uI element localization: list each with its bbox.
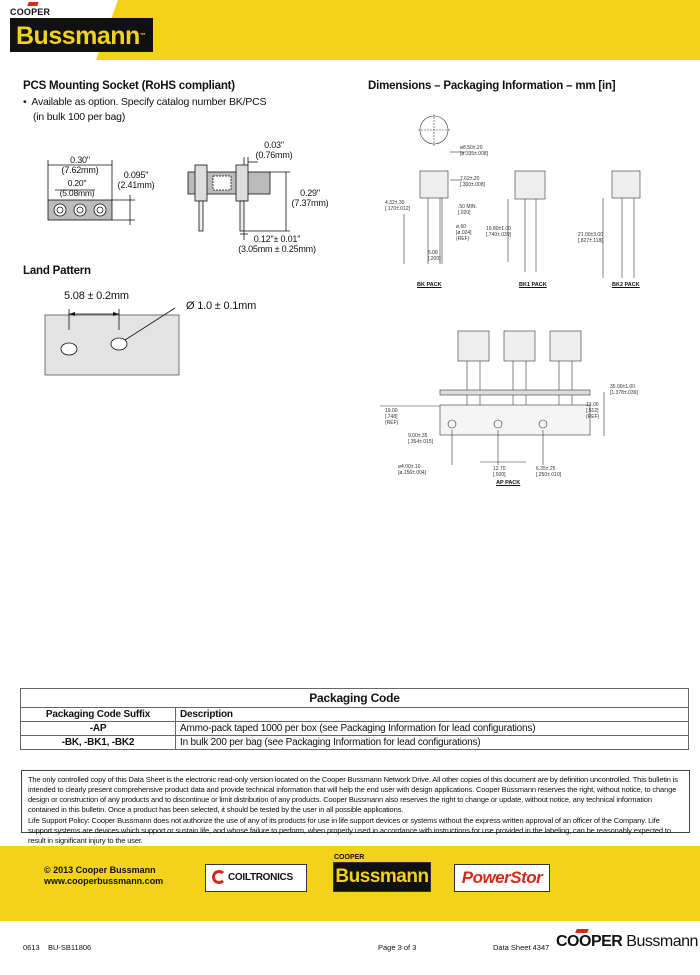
pcs-section-title: PCS Mounting Socket (RoHS compliant): [23, 80, 235, 92]
footer-code-2: BU-SB11806: [48, 943, 92, 952]
bk1-pack-label: BK1 PACK: [519, 282, 547, 288]
label-l5: ø.60[ø.024](REF): [456, 224, 472, 242]
coiltronics-text: COILTRONICS: [228, 872, 293, 883]
pcs-bullet-1: • Available as option. Specify catalog n…: [23, 96, 267, 108]
bussmann-logo: Bussmann™: [10, 18, 154, 52]
dim-pitch: 0.20"(5.08mm): [59, 178, 95, 198]
label-l8: 21.00±3.00[.827±.118]: [578, 232, 603, 244]
dimensions-title: Dimensions – Packaging Information – mm …: [368, 80, 616, 92]
powerstor-logo: PowerStor: [454, 864, 550, 892]
footer-banner: © 2013 Cooper Bussmann www.cooperbussman…: [0, 846, 700, 921]
table-row: -AP Ammo-pack taped 1000 per box (see Pa…: [20, 721, 689, 736]
dim-side-height: 0.29"(7.37mm): [291, 188, 329, 208]
label-l15: 6.35±.25[.250±.010]: [536, 466, 561, 478]
cb-bussmann-text: Bussmann: [626, 933, 698, 950]
pcs-bullet-2: (in bulk 100 per bag): [33, 111, 126, 123]
label-l6: 19.80±1.00[.740±.039]: [486, 226, 511, 238]
life-support-paragraph: Life Support Policy: Cooper Bussmann doe…: [28, 816, 671, 845]
coiltronics-c-icon: [212, 870, 226, 884]
land-pattern-title: Land Pattern: [23, 265, 91, 277]
label-l12: 13.00[.512](REF): [586, 402, 600, 420]
brand-cooper-text: COOPER: [334, 854, 365, 861]
bussmann-logo-text: Bussmann: [16, 22, 140, 50]
label-l13: ø4.00±.10[ø.156±.004]: [398, 464, 427, 476]
table-cell-code: -AP: [20, 721, 176, 736]
data-sheet-number: Data Sheet 4347: [493, 943, 550, 952]
page-number: Page 3 of 3: [378, 943, 417, 952]
dim-width: 0.30"(7.62mm): [61, 155, 99, 175]
table-row: -BK, -BK1, -BK2 In bulk 200 per bag (see…: [20, 735, 689, 750]
disclaimer-paragraph: The only controlled copy of this Data Sh…: [28, 775, 678, 814]
copyright-block: © 2013 Cooper Bussmann www.cooperbussman…: [44, 865, 163, 887]
dim-height: 0.095"(2.41mm): [117, 170, 155, 190]
table-header-suffix: Packaging Code Suffix: [20, 707, 176, 722]
pcs-bullet-1-text: Available as option. Specify catalog num…: [31, 96, 267, 108]
website-link[interactable]: www.cooperbussmann.com: [44, 876, 164, 886]
disclaimer-box: The only controlled copy of this Data Sh…: [21, 770, 690, 845]
table-header-description: Description: [175, 707, 689, 722]
table-cell-description: In bulk 200 per bag (see Packaging Infor…: [175, 735, 689, 750]
copyright-text: © 2013 Cooper Bussmann: [44, 865, 156, 875]
table-cell-description: Ammo-pack taped 1000 per box (see Packag…: [175, 721, 689, 736]
bk2-pack-label: BK2 PACK: [612, 282, 640, 288]
footer-code-1: 0613: [23, 943, 40, 952]
packaging-code-table: Packaging Code Packaging Code Suffix Des…: [20, 688, 689, 750]
label-l1: ø8.50±.20[ø.335±.008]: [460, 145, 489, 157]
dim-pin-top: 0.03"(0.76mm): [255, 140, 293, 160]
label-l3: 4.32±.30[.170±.012]: [385, 200, 410, 212]
cb-cooper-text: COOPER: [556, 933, 623, 950]
cooper-logo-text: COOPER: [10, 7, 51, 17]
ap-pack-label: AP PACK: [496, 480, 521, 486]
label-l14: 12.70[.500]: [493, 466, 506, 478]
label-l11: 9.00±.35[.354±.015]: [408, 433, 433, 445]
land-spacing-label: 5.08 ± 0.2mm: [64, 290, 129, 302]
label-l10: 19.00[.748](REF): [385, 408, 399, 426]
label-l2: 7.62±.20[.300±.008]: [460, 176, 485, 188]
packaging-table-caption: Packaging Code: [20, 688, 689, 708]
header-banner: COOPER Bussmann™: [0, 0, 700, 60]
land-hole-label: Ø 1.0 ± 0.1mm: [186, 300, 257, 312]
header-background: [96, 0, 700, 60]
cooper-bussmann-logo: COOPER Bussmann: [556, 933, 698, 951]
bussmann-footer-logo: Bussmann: [333, 862, 431, 892]
coiltronics-logo: COILTRONICS: [205, 864, 307, 892]
dim-pin-length: 0.12"± 0.01"(3.05mm ± 0.25mm): [238, 234, 316, 254]
bk-pack-label: BK PACK: [417, 282, 442, 288]
label-l4: .50 MIN.[.020]: [458, 204, 477, 216]
table-cell-code: -BK, -BK1, -BK2: [20, 735, 176, 750]
label-l7: 5.08[.200]: [428, 250, 441, 262]
label-l9: 35.00±1.00[1.378±.039]: [610, 384, 638, 396]
